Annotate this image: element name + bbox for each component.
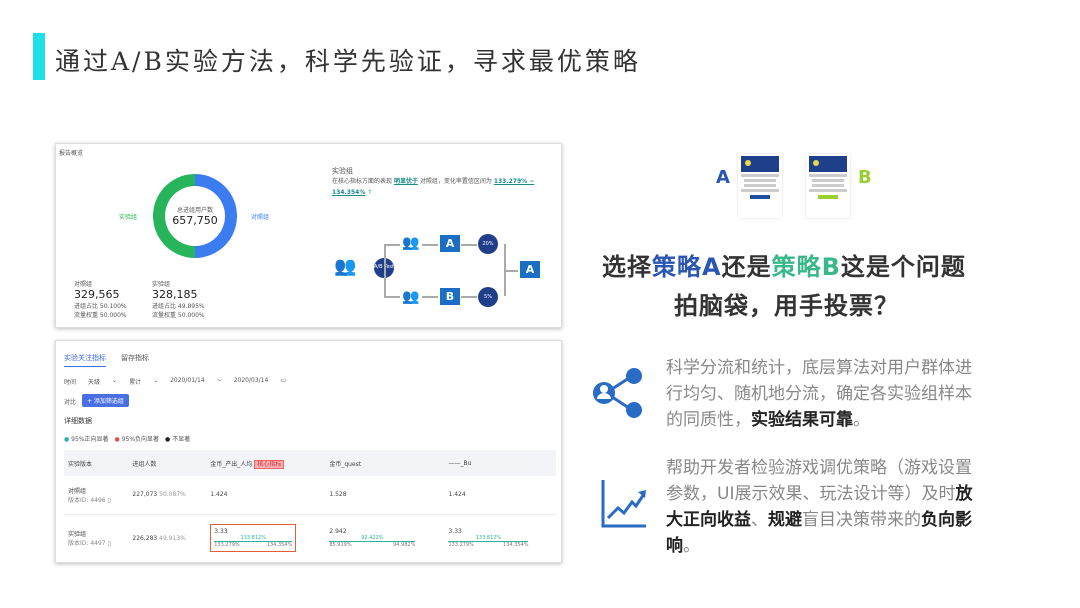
col-version: 实验版本 <box>68 460 93 468</box>
core-badge: 核心指标 <box>254 459 285 469</box>
donut-total: 657,750 <box>172 214 218 227</box>
arrow <box>384 244 400 246</box>
stat-weight: 流量权重 50.000% <box>152 312 205 319</box>
calendar-icon[interactable]: ▭ <box>280 377 286 384</box>
rate-b-node: 5% <box>478 287 498 307</box>
arrow <box>422 244 438 246</box>
granularity-select[interactable]: 天级 <box>88 379 101 386</box>
donut-right-label: 对照组 <box>251 214 270 221</box>
stat-label: 实验组 <box>152 281 171 288</box>
table-row: 对照组版本ID: 4496 ▯ 227,073 50.087% 1.424 1.… <box>64 476 556 514</box>
metrics-table: 实验版本 进组人数 金币_产出_人均 核心指标 金币_quest ——_Bu 对… <box>64 450 556 562</box>
conclusion: 实验组 在核心指标方面的表现 明显优于 对照组，变化率置信区间为 133.279… <box>332 166 560 198</box>
metrics-table-screenshot: 实验关注指标 留存指标 时间 天级 ⌄ 累计 ⌄ 2020/01/14 ~ 20… <box>55 340 562 563</box>
donut-center-label: 总进组用户数 <box>176 207 213 214</box>
legend-positive: ● 95%正向显著 <box>64 436 109 443</box>
donut-center: 总进组用户数 657,750 <box>165 186 225 246</box>
copy-icon: ▯ <box>107 496 111 504</box>
stat-ratio: 进组占比 49.895% <box>152 303 205 310</box>
growth-chart-icon <box>601 480 646 528</box>
section-title: 详细数据 <box>64 417 92 425</box>
point-1-text: 科学分流和统计，底层算法对用户群体进行均匀、随机地分流，确定各实验组样本的同质性… <box>666 358 972 430</box>
filter-row: 时间 天级 ⌄ 累计 ⌄ 2020/01/14 ~ 2020/03/14 ▭ <box>64 377 286 386</box>
stat-control: 对照组 329,565 进组占比 50.100% 流量权重 50.000% <box>74 279 127 319</box>
arrow <box>504 270 518 272</box>
variant-b-box: B <box>440 288 460 305</box>
headline-1: 选择策略A还是策略B这是个问题 <box>602 253 966 281</box>
highlighted-cell: 3.33 133.812% 133.279%134.354% <box>210 524 297 553</box>
label-a: A <box>716 167 730 188</box>
legend-neutral: ● 不显著 <box>165 436 191 443</box>
table-header: 实验版本 进组人数 金币_产出_人均 核心指标 金币_quest ——_Bu <box>64 450 556 476</box>
col-metric-1: 金币_产出_人均 核心指标 <box>206 450 325 476</box>
conclusion-text: 在核心指标方面的表现 <box>332 178 393 185</box>
share-network-icon <box>593 368 642 418</box>
donut-left-label: 实验组 <box>119 214 138 221</box>
headline-2: 拍脑袋，用手投票？ <box>674 292 899 320</box>
mode-select[interactable]: 累计 <box>129 379 142 386</box>
report-header: 报告概览 <box>59 150 84 157</box>
point-2-text: 帮助开发者检验游戏调优策略（游戏设置参数，UI展示效果、玩法设计等）及时放大正向… <box>666 458 973 556</box>
up-arrow-icon: ↑ <box>367 189 373 196</box>
users-group-icon: 👥 <box>334 256 357 277</box>
compare-label: 对比 <box>64 399 77 406</box>
stat-value: 329,565 <box>74 288 120 301</box>
arrow <box>384 296 400 298</box>
time-label: 时间 <box>64 379 77 386</box>
tab-focus-metrics[interactable]: 实验关注指标 <box>64 353 106 367</box>
conclusion-text2: 对照组，变化率置信区间为 <box>419 178 492 185</box>
conclusion-highlight: 明显优于 <box>393 178 418 185</box>
col-metric-2: 金币_quest <box>329 460 362 468</box>
split-line <box>384 244 386 296</box>
confidence-interval: 133.279% ~ 134.354% <box>332 178 535 196</box>
chevron-down-icon: ⌄ <box>112 377 118 384</box>
col-metric-3: ——_Bu <box>448 459 472 467</box>
table-row: 实验组版本ID: 4497 ▯ 226,283 49.913% 3.33 133… <box>64 514 556 562</box>
users-donut-chart: 总进组用户数 657,750 <box>153 174 237 258</box>
add-filter-button[interactable]: + 添加筛选组 <box>82 394 129 407</box>
tab-retention[interactable]: 留存指标 <box>121 354 149 362</box>
arrow <box>422 296 438 298</box>
stat-experiment: 实验组 328,185 进组占比 49.895% 流量权重 50.000% <box>152 279 205 319</box>
stat-weight: 流量权重 50.000% <box>74 312 127 319</box>
copy-icon: ▯ <box>107 540 111 548</box>
arrow <box>461 244 477 246</box>
users-a-icon: 👥 <box>402 235 420 251</box>
title-accent-bar <box>33 33 45 80</box>
report-overview-screenshot: 报告概览 总进组用户数 657,750 实验组 对照组 对照组 329,565 … <box>55 143 562 328</box>
conclusion-title: 实验组 <box>332 167 353 175</box>
end-date[interactable]: 2020/03/14 <box>233 377 269 384</box>
legend: ● 95%正向显著 ● 95%负向显著 ● 不显著 <box>64 434 190 443</box>
slide-title: 通过A/B实验方法，科学先验证，寻求最优策略 <box>55 47 641 76</box>
variant-a-page-icon <box>738 154 782 218</box>
label-b: B <box>858 167 872 188</box>
start-date[interactable]: 2020/01/14 <box>170 377 205 384</box>
col-users: 进组人数 <box>132 460 157 468</box>
arrow <box>461 296 477 298</box>
users-b-icon: 👥 <box>402 289 420 305</box>
rate-a-node: 20% <box>478 234 498 254</box>
stat-label: 对照组 <box>74 281 93 288</box>
stat-ratio: 进组占比 50.100% <box>74 303 127 310</box>
stat-value: 328,185 <box>152 288 198 301</box>
variant-a-box: A <box>440 235 460 252</box>
chevron-down-icon: ⌄ <box>153 377 159 384</box>
legend-negative: ● 95%负向显著 <box>114 436 160 443</box>
winner-box: A <box>520 261 540 278</box>
variant-b-page-icon <box>806 154 850 218</box>
